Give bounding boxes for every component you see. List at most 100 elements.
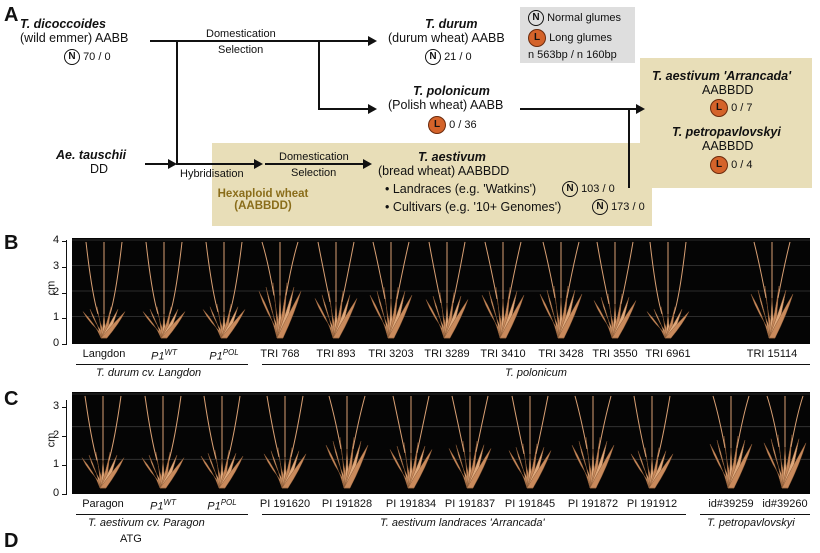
spike-image: [202, 241, 246, 339]
sample-label: id#39260: [762, 498, 808, 510]
spike-image: [81, 395, 125, 489]
arrow2-bottom: Selection: [291, 167, 337, 179]
panelC-tick: [62, 465, 67, 466]
cultivars-count: 173 / 0: [611, 200, 645, 213]
hexaploid-region: [212, 143, 652, 226]
sample-label: TRI 893: [316, 348, 356, 360]
panelC-tick-label: 2: [53, 429, 60, 441]
spike-image: [750, 241, 794, 339]
polonicum-name: T. polonicum: [413, 84, 490, 98]
petropavlovskyi-count: 0 / 4: [731, 158, 753, 171]
sample-label: PI 191834: [385, 498, 437, 510]
panelC-tick: [62, 494, 67, 495]
arrancada-genome: AABBDD: [702, 83, 754, 97]
panelC-tick-label: 1: [53, 458, 60, 470]
aestivum-common: (bread wheat) AABBDD: [378, 164, 510, 178]
spike-image: [200, 395, 244, 489]
panelB-tick-label: 4: [53, 234, 60, 246]
panel-d-label: D: [4, 530, 19, 552]
spike-image: [630, 395, 674, 489]
spike-image: [389, 395, 433, 489]
petropavlovskyi-badge: L: [710, 156, 728, 174]
spike-image: [539, 241, 583, 339]
panel-c-spikes: [72, 393, 810, 489]
sample-label: PI 191912: [626, 498, 678, 510]
sample-label: TRI 3428: [538, 348, 584, 360]
hybridisation-label: Hybridisation: [180, 168, 244, 180]
durum-common: (durum wheat) AABB: [388, 31, 505, 45]
dicoccoides-name: T. dicoccoides: [20, 17, 106, 31]
arrow2-top: Domestication: [279, 151, 349, 163]
polonicum-count: 0 / 36: [449, 118, 477, 131]
panelB-tick-label: 3: [53, 259, 60, 272]
panel-c-group3: T. petropavlovskyi: [707, 517, 795, 529]
panelC-tick-label: 0: [53, 487, 60, 499]
sample-label: TRI 3289: [424, 348, 470, 360]
panel-b-group2: T. polonicum: [505, 367, 567, 379]
spike-image: [481, 241, 525, 339]
panelB-tick-label: 1: [53, 311, 60, 324]
panel-c-label: C: [4, 388, 19, 410]
panel-b-axis: [66, 240, 67, 344]
panel-c-axis: [66, 400, 67, 494]
hexaploid-title: Hexaploid wheat: [217, 188, 309, 200]
spike-image: [763, 395, 807, 489]
long-glume-badge: L: [528, 29, 546, 47]
sample-label: P1WT: [151, 348, 177, 363]
legend-note: n 563bp / n 160bp: [528, 49, 617, 61]
spike-image: [82, 241, 126, 339]
aestivum-name: T. aestivum: [418, 150, 486, 164]
panelB-tick: [62, 241, 67, 242]
spike-image: [141, 395, 185, 489]
spike-image: [369, 241, 413, 339]
sample-label: P1POL: [209, 348, 239, 363]
sample-label: PI 191828: [321, 498, 373, 510]
sample-label: PI 191620: [259, 498, 311, 510]
landraces-count: 103 / 0: [581, 182, 615, 195]
durum-badge: N: [425, 49, 441, 65]
sample-label: id#39259: [708, 498, 754, 510]
spike-image: [142, 241, 186, 339]
polonicum-badge: L: [428, 116, 446, 134]
cultivars-label: Cultivars (e.g. '10+ Genomes'): [392, 200, 562, 214]
spike-image: [258, 241, 302, 339]
petropavlovskyi-name: T. petropavlovskyi: [672, 125, 781, 139]
spike-image: [571, 395, 615, 489]
tauschii-genome: DD: [90, 162, 109, 176]
sample-label: TRI 3410: [480, 348, 526, 360]
panel-b-photo: [72, 238, 810, 344]
hybridisation-line: [176, 40, 178, 164]
long-glume-label: Long glumes: [549, 31, 613, 44]
spike-image: [448, 395, 492, 489]
sample-label: Langdon: [82, 348, 126, 360]
panel-c-group2: T. aestivum landraces 'Arrancada': [380, 517, 545, 529]
landraces-label: Landraces (e.g. 'Watkins'): [392, 182, 537, 196]
sample-label: TRI 6961: [645, 348, 691, 360]
sample-label: TRI 768: [260, 348, 300, 360]
normal-glume-label: Normal glumes: [547, 11, 622, 24]
sample-label: PI 191872: [567, 498, 619, 510]
sample-label: TRI 3550: [592, 348, 638, 360]
spike-image: [709, 395, 753, 489]
arrancada-count: 0 / 7: [731, 101, 753, 114]
dicoccoides-count: 70 / 0: [83, 50, 111, 63]
panelB-tick-label: 0: [53, 337, 60, 349]
arrancada-name: T. aestivum 'Arrancada': [652, 69, 792, 83]
durum-name: T. durum: [425, 17, 478, 31]
dicoccoides-common: (wild emmer) AABB: [20, 31, 129, 45]
durum-count: 21 / 0: [444, 50, 472, 63]
spike-image: [325, 395, 369, 489]
sample-label: PI 191845: [504, 498, 556, 510]
panel-b-spikes: [72, 239, 810, 339]
panelC-tick: [62, 436, 67, 437]
sample-label: Paragon: [82, 498, 124, 510]
spike-image: [646, 241, 690, 339]
panelC-tick: [62, 407, 67, 408]
panelB-tick: [62, 318, 67, 320]
panel-a-label: A: [4, 4, 19, 26]
panelB-tick: [62, 266, 67, 268]
sample-label: P1WT: [150, 498, 176, 513]
spike-image: [508, 395, 552, 489]
panelB-tick-label: 2: [53, 285, 60, 298]
panel-b-group1: T. durum cv. Langdon: [96, 367, 202, 379]
